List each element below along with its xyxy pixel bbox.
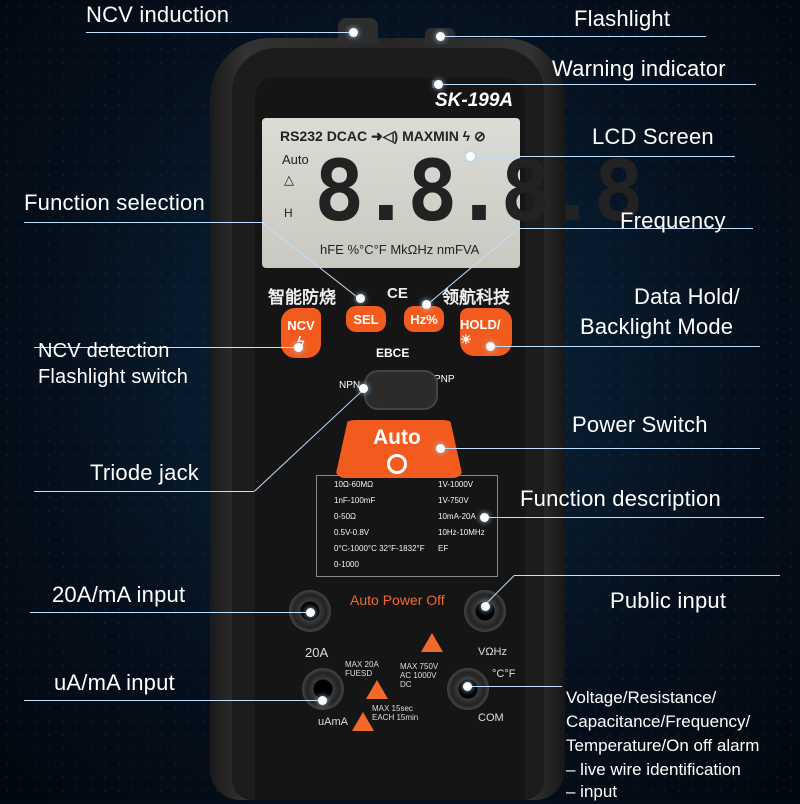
callout-flashlight-line <box>440 36 706 37</box>
callout-power-dot <box>436 444 445 453</box>
lcd-units-row: hFE %°C°F MkΩHz nmFVA <box>320 242 480 257</box>
warning-triangle-icon <box>366 680 388 699</box>
callout-com-dot <box>463 682 472 691</box>
callout-ncvbtn-dot <box>294 343 303 352</box>
label-flashlight-switch: Flashlight switch <box>38 366 189 388</box>
function-row-left: 0-50Ω <box>334 512 356 521</box>
public-desc-2: Capacitance/Frequency/ <box>566 712 751 731</box>
chinese-text-left: 智能防烧 <box>268 288 336 308</box>
function-row-left: 0°C-1000°C 32°F-1832°F <box>334 544 425 553</box>
warning-triangle-icon <box>352 712 374 731</box>
label-power-switch: Power Switch <box>572 412 708 437</box>
label-ncv-detection: NCV detection <box>38 340 170 362</box>
warning-triangle-icon <box>421 633 443 652</box>
function-row-left: 0.5V-0.8V <box>334 528 370 537</box>
label-warning-indicator: Warning indicator <box>552 56 726 81</box>
lcd-screen: RS232 DCAC ➜◁) MAXMIN ϟ ⊘ Auto △ H 8.8.8… <box>262 118 644 268</box>
hold-button[interactable]: HOLD/☀ <box>460 308 512 356</box>
ebce-label: EBCE <box>376 346 410 360</box>
callout-public-dot <box>481 602 490 611</box>
label-ncv-induction: NCV induction <box>86 2 230 27</box>
function-row-right: 1V-750V <box>438 496 469 505</box>
label-data-hold: Data Hold/ <box>634 284 740 309</box>
public-desc-1: Voltage/Resistance/ <box>566 688 717 707</box>
callout-ncv-line <box>86 32 356 33</box>
function-row-right: EF <box>438 544 449 553</box>
label-ua-input: uA/mA input <box>54 670 175 695</box>
max-20a-label: MAX 20A FUESD <box>345 660 379 678</box>
function-row-left: 0-1000 <box>334 560 359 569</box>
callout-ua-line <box>24 700 322 701</box>
label-flashlight: Flashlight <box>574 6 671 31</box>
callout-hold-line <box>490 346 760 347</box>
sel-button[interactable]: SEL <box>346 306 386 332</box>
public-desc-3: Temperature/On off alarm <box>566 736 760 755</box>
jack-20a-label: 20A <box>305 645 329 660</box>
function-row-left: 10Ω-60MΩ <box>334 480 374 489</box>
function-row-right: 1V-1000V <box>438 480 474 489</box>
label-frequency: Frequency <box>620 208 726 233</box>
callout-freq-dot <box>422 300 431 309</box>
power-switch-label: Auto <box>373 426 421 449</box>
callout-flashlight-dot <box>436 32 445 41</box>
jack-com-label: COM <box>478 712 504 724</box>
callout-warning-dot <box>434 80 443 89</box>
callout-lcd-line <box>470 156 735 157</box>
callout-power-line <box>440 448 760 449</box>
ncv-sensor <box>338 18 378 44</box>
model-label: SK-199A <box>435 90 514 111</box>
hz-button[interactable]: Hz% <box>404 306 444 332</box>
jack-cf-label: °C°F <box>492 668 516 680</box>
callout-hold-dot <box>486 342 495 351</box>
label-backlight-mode: Backlight Mode <box>580 314 734 339</box>
label-function-selection: Function selection <box>24 190 205 215</box>
callout-func-dot <box>480 513 489 522</box>
power-icon <box>387 454 407 474</box>
lcd-indicator-row: RS232 DCAC ➜◁) MAXMIN ϟ ⊘ <box>280 128 486 144</box>
callout-20a-line <box>30 612 310 613</box>
label-20a-input: 20A/mA input <box>52 582 186 607</box>
callout-20a-dot <box>306 608 315 617</box>
label-function-description: Function description <box>520 486 721 511</box>
callout-sel-dot <box>356 294 365 303</box>
lcd-digits: 8.8.8.8 <box>314 142 644 240</box>
callout-ncvbtn-line <box>34 347 300 348</box>
callout-triode-dot <box>359 384 368 393</box>
auto-power-off-label: Auto Power Off <box>350 592 445 608</box>
jack-vohz[interactable] <box>464 590 506 632</box>
triode-jack-socket[interactable] <box>364 370 438 410</box>
ncv-button-label: NCV <box>287 317 315 333</box>
function-table <box>316 475 498 577</box>
label-lcd-screen: LCD Screen <box>592 124 714 149</box>
max-750-label: MAX 750V AC 1000V DC <box>400 662 439 689</box>
callout-func-line <box>484 517 764 518</box>
public-desc-4: – live wire identification <box>566 760 741 779</box>
callout-sel-line <box>24 222 264 223</box>
jack-vohz-label: VΩHz <box>478 646 508 658</box>
label-triode-jack: Triode jack <box>90 460 199 485</box>
chinese-text-right: 领航科技 <box>442 288 510 308</box>
callout-com-line <box>466 686 562 687</box>
callout-ncv-dot <box>349 28 358 37</box>
public-desc-5: – input <box>566 782 618 801</box>
callout-freq-line <box>517 228 753 229</box>
pnp-label: PNP <box>434 374 455 385</box>
npn-label: NPN <box>339 380 361 391</box>
function-row-right: 10mA-20A <box>438 512 476 521</box>
function-row-right: 10Hz-10MHz <box>438 528 485 537</box>
lcd-hold-icon: H <box>284 206 293 220</box>
callout-public-line <box>514 575 780 576</box>
callout-warning-line <box>438 84 756 85</box>
flashlight-icon: ϟ <box>297 332 305 349</box>
function-row-left: 1nF-100mF <box>334 496 376 505</box>
ce-mark: CE <box>387 285 408 302</box>
callout-triode-line <box>34 491 254 492</box>
lcd-warning-icon: △ <box>284 172 294 187</box>
jack-uama-label: uAmA <box>318 716 348 728</box>
callout-ua-dot <box>318 696 327 705</box>
callout-lcd-dot <box>466 152 475 161</box>
lcd-auto-indicator: Auto <box>282 152 309 167</box>
max-15sec-label: MAX 15sec EACH 15min <box>372 704 419 722</box>
label-public-input: Public input <box>610 588 727 613</box>
